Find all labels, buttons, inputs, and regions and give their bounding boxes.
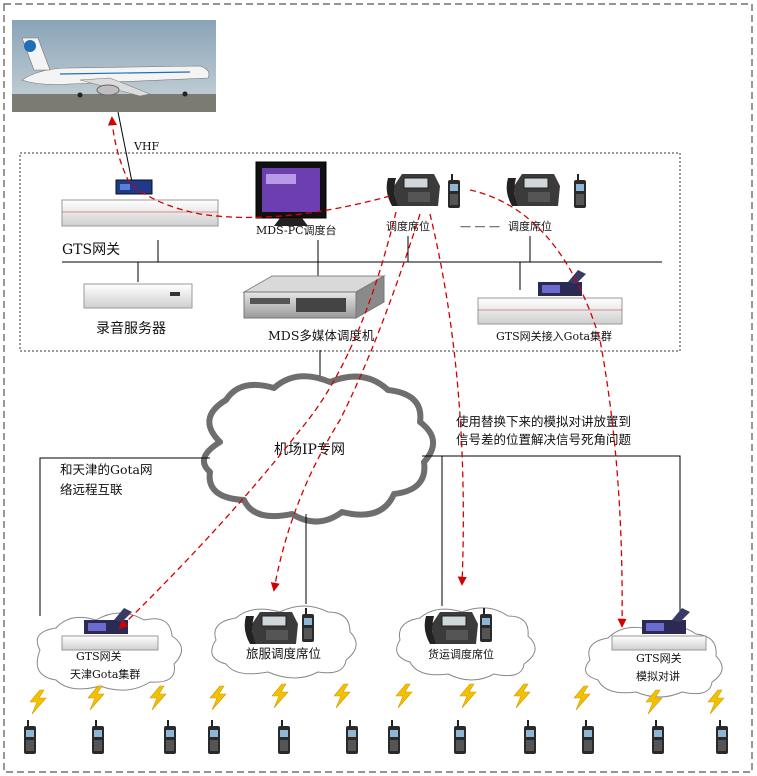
ip-phone-icon	[244, 611, 299, 645]
vhf-link	[117, 111, 133, 183]
replacement-note-line1: 使用替换下来的模拟对讲放置到	[456, 414, 631, 429]
gts-gateway-top-label: GTS网关	[62, 242, 120, 258]
tianjin-note-line1: 和天津的Gota网	[60, 462, 153, 477]
mds-multimedia-label: MDS多媒体调度机	[268, 328, 375, 343]
gateway-device-icon	[61, 199, 219, 227]
ip-phone-icon	[424, 611, 479, 645]
vhf-radio-icon	[115, 179, 153, 195]
site1-line2: 天津Gota集群	[70, 667, 140, 681]
cloud-icon	[200, 373, 436, 525]
handheld-radio-icon	[448, 174, 460, 208]
cloud-icon	[36, 605, 723, 698]
replacement-note-line2: 信号差的位置解决信号死角问题	[456, 432, 632, 447]
tianjin-note-line2: 络远程互联	[60, 482, 123, 497]
vhf-label: VHF	[133, 140, 160, 153]
dispatch-center-box	[19, 152, 681, 352]
gateway-device-icon	[611, 608, 707, 651]
airport-ip-network-label: 机场IP专网	[274, 442, 345, 458]
handheld-radio-icon	[574, 174, 586, 208]
dispatch-dash: — — —	[460, 220, 500, 233]
outer-frame	[3, 3, 753, 773]
monitor-icon	[255, 161, 327, 226]
site1-line1: GTS网关	[76, 649, 122, 663]
handheld-radio-icon	[24, 720, 728, 754]
site3-label: 货运调度席位	[428, 647, 494, 661]
site4-line2: 模拟对讲	[636, 669, 680, 683]
dispatch-seat-2-label: 调度席位	[508, 219, 552, 233]
airplane-icon	[12, 20, 216, 112]
rack-server-icon	[242, 275, 386, 319]
ip-phone-icon	[386, 173, 441, 207]
site2-label: 旅服调度席位	[246, 646, 321, 661]
server-icon	[83, 283, 193, 309]
gts-gota-cluster-label: GTS网关接入Gota集群	[496, 329, 612, 343]
site4-line1: GTS网关	[636, 651, 682, 665]
recording-server-label: 录音服务器	[96, 320, 166, 337]
wired-links	[39, 455, 681, 616]
radio-links	[107, 116, 627, 630]
dispatch-seat-1-label: 调度席位	[386, 219, 430, 233]
gateway-device-icon	[61, 608, 159, 651]
ip-phone-icon	[506, 173, 561, 207]
gateway-device-icon	[477, 270, 623, 325]
mds-pc-console-label: MDS-PC调度台	[256, 223, 337, 237]
